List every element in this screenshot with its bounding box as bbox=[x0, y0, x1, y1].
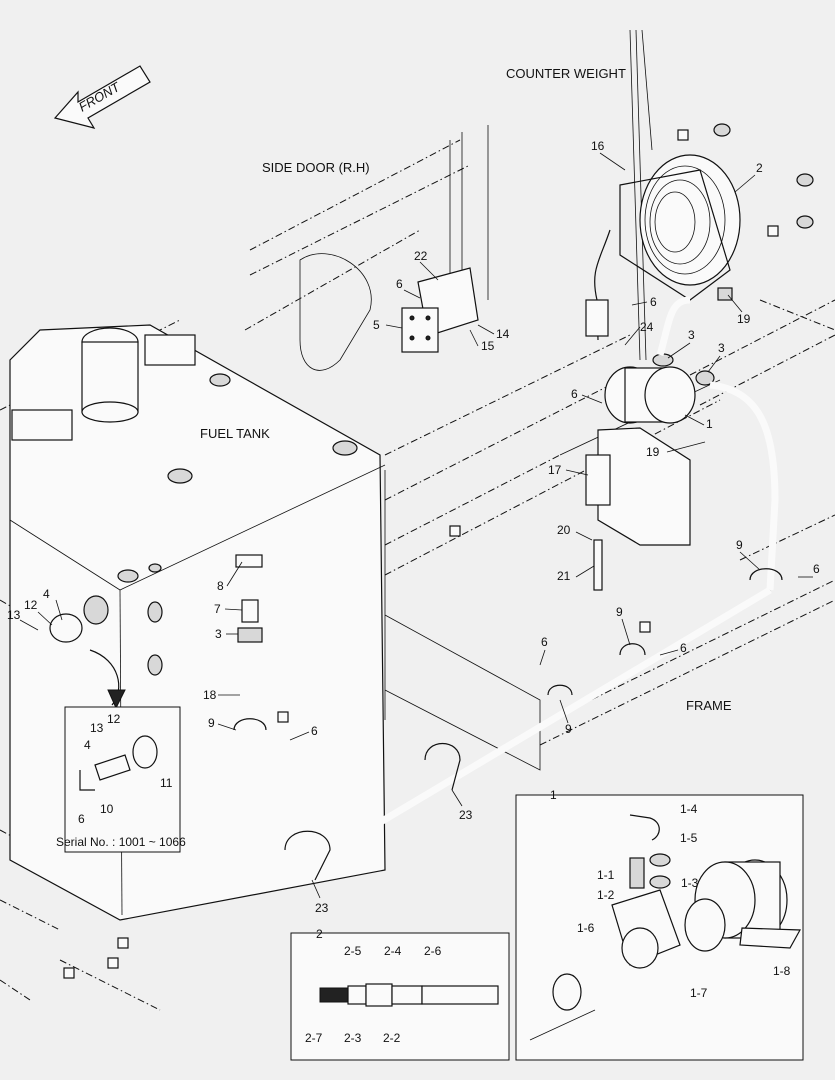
callout: 1-3 bbox=[681, 876, 699, 890]
callout: 3 bbox=[688, 328, 695, 342]
pump-inset-callouts: 1 1-4 1-5 1-1 1-3 1-2 1-6 1-7 1-8 bbox=[550, 788, 791, 1000]
callout: 9 bbox=[616, 605, 623, 619]
callout: 6 bbox=[680, 641, 687, 655]
callout: 1-5 bbox=[680, 831, 698, 845]
side-door-label: SIDE DOOR (R.H) bbox=[262, 160, 370, 175]
callout: 6 bbox=[541, 635, 548, 649]
callout: 6 bbox=[650, 295, 657, 309]
callout: 19 bbox=[646, 445, 660, 459]
fuel-tank-label: FUEL TANK bbox=[200, 426, 270, 441]
callout: 1-6 bbox=[577, 921, 595, 935]
callout: 9 bbox=[208, 716, 215, 730]
callout: 4 bbox=[43, 587, 50, 601]
inset-pump-box bbox=[515, 794, 804, 1061]
callout: 2-5 bbox=[344, 944, 362, 958]
callout: 2-4 bbox=[384, 944, 402, 958]
serial-inset-callouts: 13 12 4 11 6 10 bbox=[78, 712, 173, 826]
hose-inset-callouts: 2 2-5 2-4 2-6 2-7 2-3 2-2 bbox=[305, 927, 442, 1045]
callout: 3 bbox=[718, 341, 725, 355]
callout: 18 bbox=[203, 688, 217, 702]
callout: 22 bbox=[414, 249, 428, 263]
fuel-hoses bbox=[235, 296, 779, 877]
callout: 6 bbox=[396, 277, 403, 291]
frame-label: FRAME bbox=[686, 698, 732, 713]
callout: 13 bbox=[90, 721, 104, 735]
callout: 1-8 bbox=[773, 964, 791, 978]
main-callouts: 16 2 19 6 24 3 3 6 1 19 17 20 21 9 6 9 6… bbox=[7, 139, 820, 915]
callout: 23 bbox=[315, 901, 329, 915]
callout: 7 bbox=[214, 602, 221, 616]
callout: 12 bbox=[24, 598, 38, 612]
electric-pump bbox=[585, 353, 715, 546]
inset-serial-box bbox=[64, 706, 181, 853]
callout: 9 bbox=[565, 722, 572, 736]
callout: 17 bbox=[548, 463, 562, 477]
hose-clamps bbox=[233, 568, 783, 881]
leader-lines bbox=[19, 152, 813, 899]
inset-title: 2 bbox=[316, 927, 323, 941]
callout: 24 bbox=[640, 320, 654, 334]
callout: 15 bbox=[481, 339, 495, 353]
callout: 20 bbox=[557, 523, 571, 537]
callout: 23 bbox=[459, 808, 473, 822]
callout: 13 bbox=[7, 608, 21, 622]
callout: 4 bbox=[84, 738, 91, 752]
callout: 2-2 bbox=[383, 1031, 401, 1045]
callout: 19 bbox=[737, 312, 751, 326]
rubber-mounts bbox=[63, 123, 814, 979]
callout: 8 bbox=[217, 579, 224, 593]
counter-weight-label: COUNTER WEIGHT bbox=[506, 66, 626, 81]
junction-box bbox=[401, 267, 479, 353]
callout: 6 bbox=[813, 562, 820, 576]
callout: 14 bbox=[496, 327, 510, 341]
inset-title: 1 bbox=[550, 788, 557, 802]
callout: 6 bbox=[311, 724, 318, 738]
callout: 12 bbox=[107, 712, 121, 726]
callout: 1 bbox=[706, 417, 713, 431]
callout: 11 bbox=[160, 776, 173, 790]
callout: 2-3 bbox=[344, 1031, 362, 1045]
callout: 1-1 bbox=[597, 868, 615, 882]
callout: 16 bbox=[591, 139, 605, 153]
callout: 1-7 bbox=[690, 986, 708, 1000]
callout: 2-6 bbox=[424, 944, 442, 958]
callout: 2 bbox=[756, 161, 763, 175]
callout: 10 bbox=[100, 802, 114, 816]
drain-fitting bbox=[49, 595, 126, 710]
callout: 21 bbox=[557, 569, 571, 583]
callout: 2-7 bbox=[305, 1031, 323, 1045]
serial-label: Serial No. : 1001 ~ 1066 bbox=[56, 835, 186, 849]
hose-reel-assembly bbox=[585, 154, 741, 341]
callout: 3 bbox=[215, 627, 222, 641]
inset-hose-box bbox=[290, 932, 510, 1061]
callout: 1-4 bbox=[680, 802, 698, 816]
callout: 5 bbox=[373, 318, 380, 332]
callout: 6 bbox=[571, 387, 578, 401]
callout: 9 bbox=[736, 538, 743, 552]
callout: 6 bbox=[78, 812, 85, 826]
callout: 1-2 bbox=[597, 888, 615, 902]
